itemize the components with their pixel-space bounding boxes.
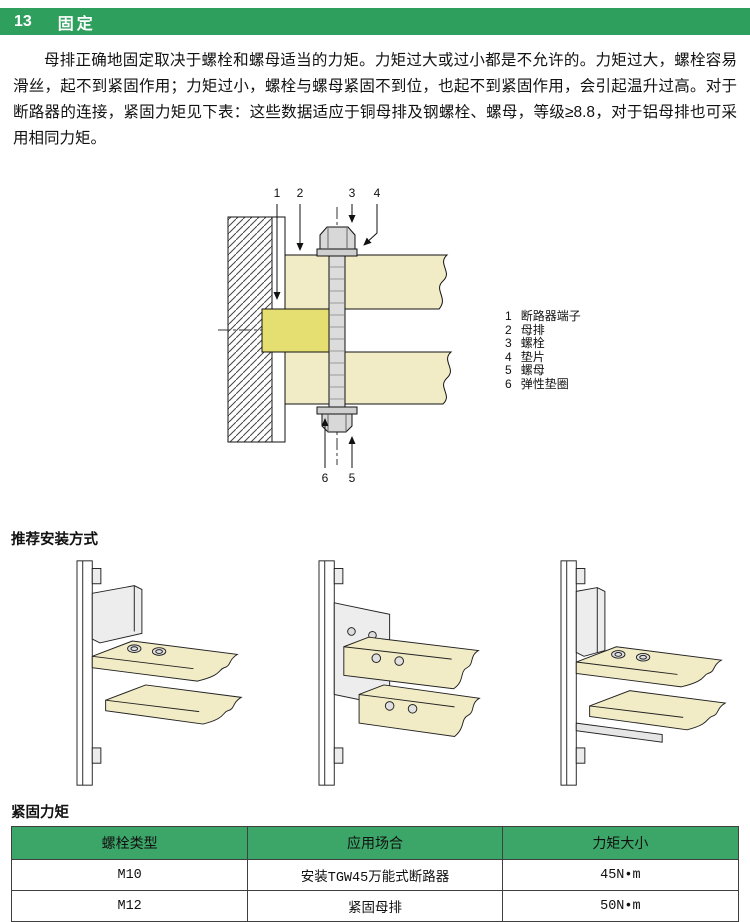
bolt-head	[347, 627, 356, 636]
rail-clamp-top	[333, 568, 344, 585]
cell-application: 紧固母排	[247, 890, 503, 922]
bolt-head	[384, 701, 395, 711]
callout-leaders	[273, 204, 378, 468]
bolt-head	[635, 652, 651, 662]
support-arm	[575, 722, 663, 743]
bolt-head	[394, 656, 404, 666]
bolt-head	[407, 704, 418, 714]
bolt-head	[319, 226, 356, 250]
install-option-2	[318, 560, 481, 786]
washer-top	[316, 248, 358, 257]
callout-3: 3	[349, 186, 356, 200]
busbar-upper	[284, 254, 449, 310]
col-header-application: 应用场合	[247, 826, 503, 860]
din-rail	[76, 560, 93, 786]
din-rail	[318, 560, 335, 786]
busbar-top	[343, 636, 480, 690]
section-number: 13	[14, 12, 32, 30]
callout-6: 6	[322, 471, 329, 485]
callout-1: 1	[274, 186, 281, 200]
mounting-bracket	[91, 585, 143, 644]
install-diagrams-row	[0, 559, 750, 787]
table-row: M12 紧固母排 50N•m	[10, 890, 740, 922]
bolt	[316, 226, 358, 433]
bolt-head	[611, 650, 626, 659]
install-option-3	[560, 560, 727, 786]
col-header-bolt-type: 螺栓类型	[10, 826, 249, 860]
rail-clamp-bottom	[333, 747, 344, 764]
cell-bolt-type: M10	[10, 859, 249, 891]
callout-5: 5	[349, 471, 356, 485]
bolt-head	[371, 653, 382, 663]
bolt-head	[127, 644, 142, 653]
callout-2: 2	[297, 186, 304, 200]
cell-torque: 45N•m	[501, 859, 740, 891]
callout-4: 4	[374, 186, 381, 200]
rail-clamp-top	[91, 568, 102, 585]
busbar-top	[575, 646, 723, 688]
intro-paragraph: 母排正确地固定取决于螺栓和螺母适当的力矩。力矩过大或过小都是不允许的。力矩过大，…	[13, 52, 737, 147]
callout-numbers: 1 2 3 4 6 5	[274, 186, 381, 485]
spring-washer	[316, 406, 358, 415]
bolt-head	[151, 647, 167, 656]
section-header-bar: 13 固定	[0, 8, 750, 35]
busbar-bottom	[105, 684, 243, 725]
busbar-bottom	[358, 684, 481, 737]
rail-clamp-bottom	[575, 747, 586, 764]
install-option-1	[76, 560, 243, 786]
rail-clamp-top	[575, 568, 586, 585]
torque-heading: 紧固力矩	[11, 805, 69, 821]
install-methods-heading: 推荐安装方式	[11, 532, 98, 548]
nut	[321, 413, 353, 433]
din-rail	[560, 560, 577, 786]
table-row: M10 安装TGW45万能式断路器 45N•m	[10, 859, 740, 891]
table-header-row: 螺栓类型 应用场合 力矩大小	[10, 826, 740, 860]
cell-bolt-type: M12	[10, 890, 249, 922]
callout-line-4	[363, 204, 378, 246]
col-header-torque: 力矩大小	[501, 826, 740, 860]
cell-application: 安装TGW45万能式断路器	[247, 859, 503, 891]
torque-table: 螺栓类型 应用场合 力矩大小 M10 安装TGW45万能式断路器 45N•m M…	[10, 826, 740, 922]
bolt-threads	[330, 266, 344, 400]
mounting-bracket	[575, 587, 606, 657]
busbar-bottom	[589, 690, 727, 731]
rail-clamp-bottom	[91, 747, 102, 764]
cell-torque: 50N•m	[501, 890, 740, 922]
busbar-lower	[284, 351, 453, 405]
section-title: 固定	[57, 15, 96, 33]
busbar-top	[91, 640, 239, 682]
